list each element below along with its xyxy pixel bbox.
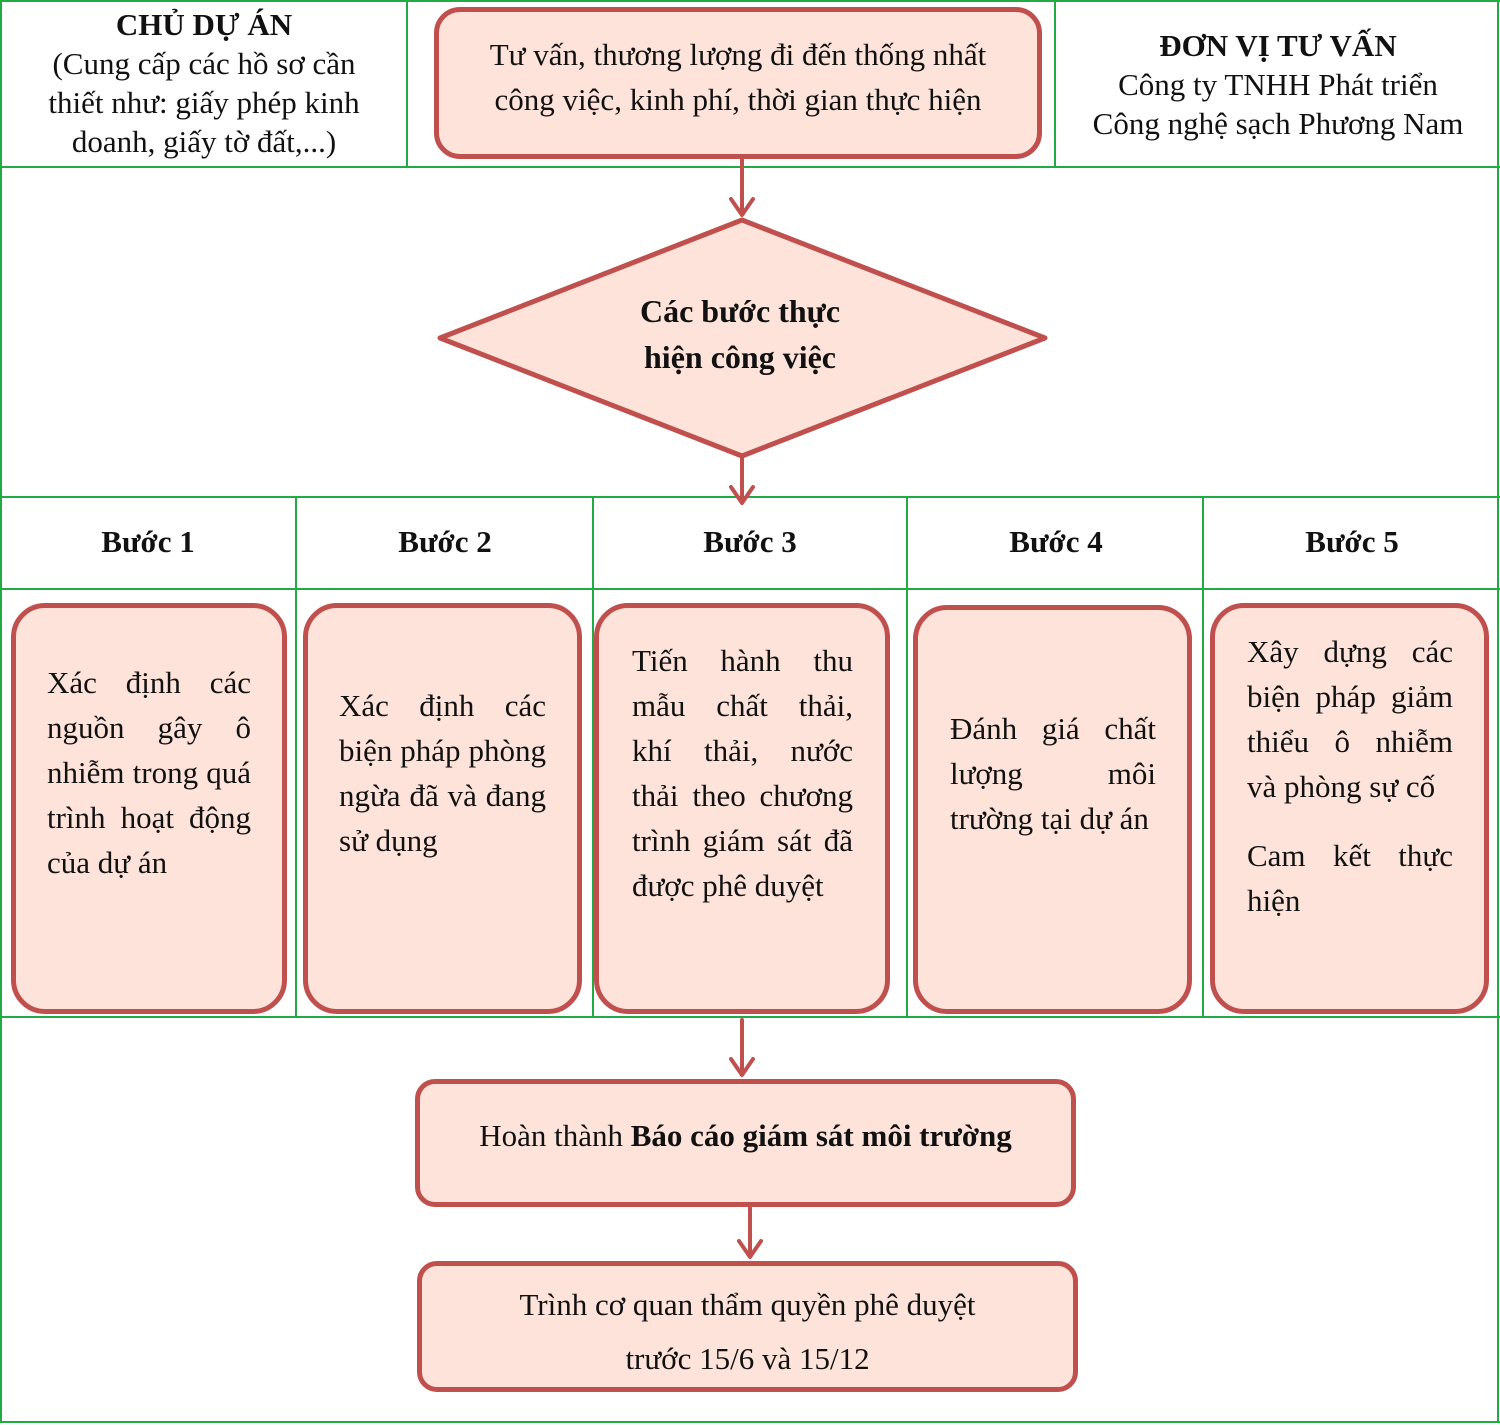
step-2-paragraph-1: Xác định các biện pháp phòng ngừa đã và …: [339, 688, 546, 858]
negotiation-box: Tư vấn, thương lượng đi đến thống nhất c…: [434, 7, 1042, 159]
step-4-text: Đánh giá chất lượng môi trường tại dự án: [950, 706, 1156, 841]
step-4-label: Bước 4: [1009, 524, 1103, 559]
grid-col-line-step-4: [1202, 496, 1204, 1018]
step-1-label: Bước 1: [101, 524, 195, 559]
grid-row-line-4: [0, 1016, 1500, 1018]
completion-report-name: Báo cáo giám sát môi trường: [630, 1118, 1012, 1153]
consultant-desc-line-1: Công ty TNHH Phát triển: [1118, 67, 1438, 102]
step-3-text: Tiến hành thu mẫu chất thải, khí thải, n…: [632, 638, 853, 908]
grid-col-line-step-1: [295, 496, 297, 1018]
completion-prefix: Hoàn thành: [479, 1118, 631, 1153]
decision-line-1: Các bước thực: [639, 293, 841, 329]
step-3-label: Bước 3: [703, 524, 797, 559]
completion-box: Hoàn thành Báo cáo giám sát môi trường: [415, 1079, 1076, 1207]
grid-col-line-step-2: [592, 496, 594, 1018]
step-2-box: [303, 603, 582, 1014]
consultant-title: ĐƠN VỊ TƯ VẤN: [1159, 28, 1397, 63]
project-owner-desc-line-3: doanh, giấy tờ đất,...): [71, 124, 337, 159]
step-1-text: Xác định các nguồn gây ô nhiễm trong quá…: [47, 660, 251, 885]
consultant-desc-line-2: Công nghệ sạch Phương Nam: [1092, 106, 1464, 141]
step-1-box: [11, 603, 287, 1014]
arrow-negotiation-to-decision: [729, 158, 755, 217]
arrow-completion-to-submission: [737, 1206, 763, 1259]
step-5-paragraph-1: Xây dựng các biện pháp giảm thiểu ô nhiễ…: [1247, 634, 1453, 804]
step-5-text: Xây dựng các biện pháp giảm thiểu ô nhiễ…: [1247, 629, 1453, 923]
step-3-paragraph-1: Tiến hành thu mẫu chất thải, khí thải, n…: [632, 643, 853, 903]
negotiation-line-2: công việc, kinh phí, thời gian thực hiện: [494, 82, 982, 117]
grid-col-line-header-2: [1054, 0, 1056, 167]
step-5-paragraph-2: Cam kết thực hiện: [1247, 838, 1453, 918]
arrow-steps-to-completion: [729, 1018, 755, 1077]
grid-row-line-1: [0, 166, 1500, 168]
grid-row-line-3: [0, 588, 1500, 590]
step-3-box: [594, 603, 890, 1014]
submission-line-1: Trình cơ quan thẩm quyền phê duyệt: [519, 1287, 976, 1322]
decision-label: Các bước thực hiện công việc: [540, 288, 940, 380]
grid-border-bottom: [0, 1421, 1500, 1423]
project-owner-cell: CHỦ DỰ ÁN (Cung cấp các hồ sơ cần thiết …: [4, 6, 404, 161]
submission-line-2: trước 15/6 và 15/12: [625, 1341, 870, 1376]
grid-col-line-header-1: [406, 0, 408, 167]
step-5-label: Bước 5: [1305, 524, 1399, 559]
negotiation-line-1: Tư vấn, thương lượng đi đến thống nhất: [489, 37, 987, 72]
project-owner-title: CHỦ DỰ ÁN: [115, 7, 293, 42]
project-owner-desc-line-1: (Cung cấp các hồ sơ cần: [52, 46, 356, 81]
grid-col-line-step-3: [906, 496, 908, 1018]
consultant-cell: ĐƠN VỊ TƯ VẤN Công ty TNHH Phát triển Cô…: [1058, 27, 1498, 143]
submission-box: Trình cơ quan thẩm quyền phê duyệt trước…: [417, 1261, 1078, 1392]
step-2-label: Bước 2: [398, 524, 492, 559]
submission-text: Trình cơ quan thẩm quyền phê duyệt trước…: [422, 1278, 1073, 1386]
completion-text: Hoàn thành Báo cáo giám sát môi trường: [420, 1114, 1071, 1158]
grid-row-line-2: [0, 496, 1500, 498]
step-5-box: [1210, 603, 1489, 1014]
step-2-text: Xác định các biện pháp phòng ngừa đã và …: [339, 683, 546, 863]
grid-border-right: [1497, 0, 1499, 1423]
grid-border-top: [0, 0, 1500, 2]
grid-border-left: [0, 0, 2, 1423]
step-4-box: [913, 605, 1192, 1014]
decision-line-2: hiện công việc: [644, 339, 836, 375]
arrow-decision-to-steps: [729, 456, 755, 505]
step-1-paragraph-1: Xác định các nguồn gây ô nhiễm trong quá…: [47, 665, 251, 880]
project-owner-desc-line-2: thiết như: giấy phép kinh: [48, 85, 360, 120]
step-4-paragraph-1: Đánh giá chất lượng môi trường tại dự án: [950, 711, 1156, 836]
